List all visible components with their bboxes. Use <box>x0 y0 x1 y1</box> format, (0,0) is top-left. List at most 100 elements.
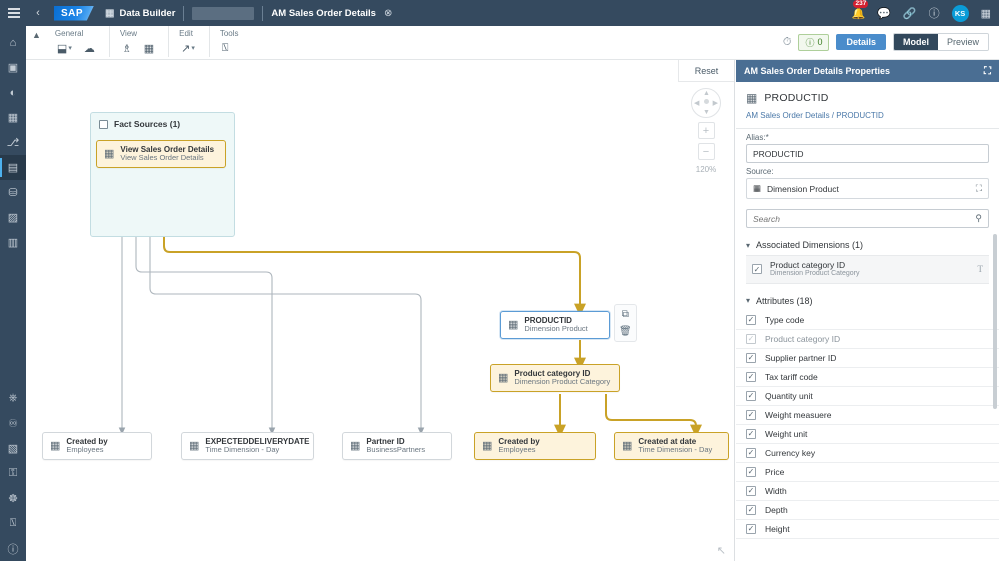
save-button[interactable]: ⬓▾ <box>57 42 72 55</box>
list-item[interactable]: ✓ Weight unit <box>736 425 999 444</box>
details-button[interactable]: Details <box>836 34 886 50</box>
associated-dimensions-header[interactable]: ▾ Associated Dimensions (1) <box>736 234 999 255</box>
impact-lineage-button[interactable]: ⍂ <box>222 42 229 55</box>
search-icon[interactable]: ⚲ <box>975 213 982 223</box>
node-partner-id[interactable]: ▦ Partner ID BusinessPartners <box>342 432 452 460</box>
chevron-up-icon[interactable]: ▲ <box>32 30 41 40</box>
node-productid[interactable]: ▦ PRODUCTID Dimension Product <box>500 311 610 339</box>
node-created-by-employees-2[interactable]: ▦ Created by Employees <box>474 432 596 460</box>
sidebar-item-connections[interactable]: ⎈ <box>0 386 26 411</box>
sidebar-item-catalog[interactable]: ▣ <box>0 55 26 80</box>
tab-model[interactable]: Model <box>893 34 938 50</box>
table-view-button[interactable]: ▦ <box>144 42 154 55</box>
node-product-category-id[interactable]: ▦ Product category ID Dimension Product … <box>490 364 620 392</box>
list-item[interactable]: ✓ Quantity unit <box>736 387 999 406</box>
tab-preview[interactable]: Preview <box>937 34 988 50</box>
sidebar-item-about[interactable]: ⓘ <box>0 536 26 561</box>
scrollbar-thumb[interactable] <box>993 234 997 409</box>
list-item[interactable]: ✓ Type code <box>736 311 999 330</box>
attribute-label: Width <box>765 485 787 496</box>
sidebar-item-system-monitor[interactable]: ☸ <box>0 486 26 511</box>
sidebar-item-space-management[interactable]: ▧ <box>0 436 26 461</box>
attributes-header[interactable]: ▾ Attributes (18) <box>736 284 999 311</box>
sidebar-item-users[interactable]: ♾ <box>0 411 26 436</box>
breadcrumb[interactable]: AM Sales Order Details / PRODUCTID <box>746 111 884 120</box>
app-breadcrumb[interactable]: ▦ Data Builder <box>105 8 175 19</box>
back-icon[interactable]: ‹ <box>36 7 40 19</box>
export-button[interactable]: ↗▾ <box>181 42 195 55</box>
resize-corner-icon[interactable]: ↖ <box>716 545 726 557</box>
model-canvas[interactable]: Fact Sources (1) ▦ View Sales Order Deta… <box>26 60 735 561</box>
source-value[interactable]: ▦ Dimension Product ⛶ <box>746 178 989 199</box>
delete-node-button[interactable]: 🗑 <box>619 326 632 337</box>
checkbox-icon[interactable]: ✓ <box>746 504 756 515</box>
checkbox-icon[interactable] <box>99 119 108 129</box>
fact-sources-group[interactable]: Fact Sources (1) <box>90 112 235 237</box>
globe-icon: ☸ <box>8 493 18 505</box>
checkbox-icon[interactable]: ✓ <box>746 371 756 382</box>
data-builder-icon: ▤ <box>7 162 19 174</box>
list-item[interactable]: ✓ Tax tariff code <box>736 368 999 387</box>
sidebar-item-book[interactable]: ▥ <box>0 230 26 255</box>
sidebar-item-story-builder[interactable]: ▨ <box>0 205 26 230</box>
search-input[interactable] <box>753 213 976 224</box>
node-expecteddeliverydate[interactable]: ▦ EXPECTEDDELIVERYDATE Time Dimension - … <box>181 432 314 460</box>
clock-icon[interactable]: ⏱ <box>782 35 792 48</box>
attribute-label: Tax tariff code <box>765 371 818 382</box>
zoom-in-button[interactable]: + <box>697 122 715 139</box>
checkbox-icon[interactable]: ✓ <box>746 523 756 534</box>
list-item[interactable]: ✓ Supplier partner ID <box>736 349 999 368</box>
grid-icon[interactable]: ▦ <box>980 7 991 20</box>
sidebar-item-marketplace[interactable]: ▦ <box>0 105 26 130</box>
node-created-by-employees[interactable]: ▦ Created by Employees <box>42 432 152 460</box>
checkbox-icon[interactable]: ✓ <box>746 314 756 325</box>
checkbox-icon[interactable]: ✓ <box>746 409 756 420</box>
bell-icon[interactable]: 🔔 237 <box>851 0 869 20</box>
duplicate-node-button[interactable]: ⧉ <box>621 309 629 320</box>
avatar[interactable]: KS <box>951 4 969 22</box>
open-source-icon[interactable]: ⛶ <box>975 183 982 193</box>
search-box[interactable]: ⚲ <box>746 209 989 228</box>
menu-icon[interactable] <box>0 0 28 26</box>
checkbox-icon[interactable]: ✓ <box>746 352 756 363</box>
pan-control-icon[interactable]: ▲▼ ◀▶ <box>691 88 721 118</box>
sidebar-item-data-flow[interactable]: ⎇ <box>0 130 26 155</box>
checkbox-icon[interactable]: ✓ <box>752 264 762 275</box>
sidebar-item-data-builder[interactable]: ▤ <box>0 155 26 180</box>
reset-button[interactable]: Reset <box>678 60 734 82</box>
node-view-sales-order-details[interactable]: ▦ View Sales Order Details View Sales Or… <box>96 140 226 168</box>
deploy-button[interactable]: ☁ <box>84 42 95 55</box>
link-icon[interactable]: 🔗 <box>902 7 917 20</box>
list-item[interactable]: ✓ Product category ID Dimension Product … <box>746 255 989 284</box>
checkbox-icon[interactable]: ✓ <box>746 485 756 496</box>
space-selector[interactable] <box>192 6 255 20</box>
sidebar-item-business-builder[interactable]: ⛁ <box>0 180 26 205</box>
zoom-out-button[interactable]: − <box>697 143 715 160</box>
alias-input[interactable]: PRODUCTID <box>746 144 989 163</box>
story-builder-icon: ▨ <box>7 212 19 224</box>
sidebar-item-security[interactable]: ⚿ <box>0 461 26 486</box>
node-created-at-date[interactable]: ▦ Created at date Time Dimension - Day <box>614 432 729 460</box>
close-icon[interactable]: ⊗ <box>383 7 393 19</box>
list-item[interactable]: ✓ Currency key <box>736 444 999 463</box>
help-icon[interactable]: ⓘ <box>928 8 940 20</box>
graphical-view-button[interactable]: ♗ <box>122 42 132 55</box>
status-badge[interactable]: ⓘ 0 <box>798 33 830 51</box>
properties-body[interactable]: ▦ PRODUCTID AM Sales Order Details / PRO… <box>736 82 999 561</box>
list-item[interactable]: ✓ Weight measuere <box>736 406 999 425</box>
list-item[interactable]: ✓ Price <box>736 463 999 482</box>
checkbox-icon[interactable]: ✓ <box>746 428 756 439</box>
checkbox-icon[interactable]: ✓ <box>746 390 756 401</box>
sidebar-item-repository[interactable]: ◐ <box>0 80 26 105</box>
list-item[interactable]: ✓ Depth <box>736 501 999 520</box>
list-item[interactable]: ✓ Height <box>736 520 999 539</box>
node-title: Created at date <box>638 437 697 446</box>
sidebar-item-share[interactable]: ⍂ <box>0 511 26 536</box>
list-item[interactable]: ✓ Width <box>736 482 999 501</box>
sidebar-item-home[interactable]: ⌂ <box>0 30 26 55</box>
list-item[interactable]: ✓ Product category ID <box>736 330 999 349</box>
checkbox-icon[interactable]: ✓ <box>746 447 756 458</box>
checkbox-icon[interactable]: ✓ <box>746 466 756 477</box>
expand-icon[interactable]: ⛶ <box>984 65 991 77</box>
chat-icon[interactable]: 💬 <box>877 7 891 20</box>
